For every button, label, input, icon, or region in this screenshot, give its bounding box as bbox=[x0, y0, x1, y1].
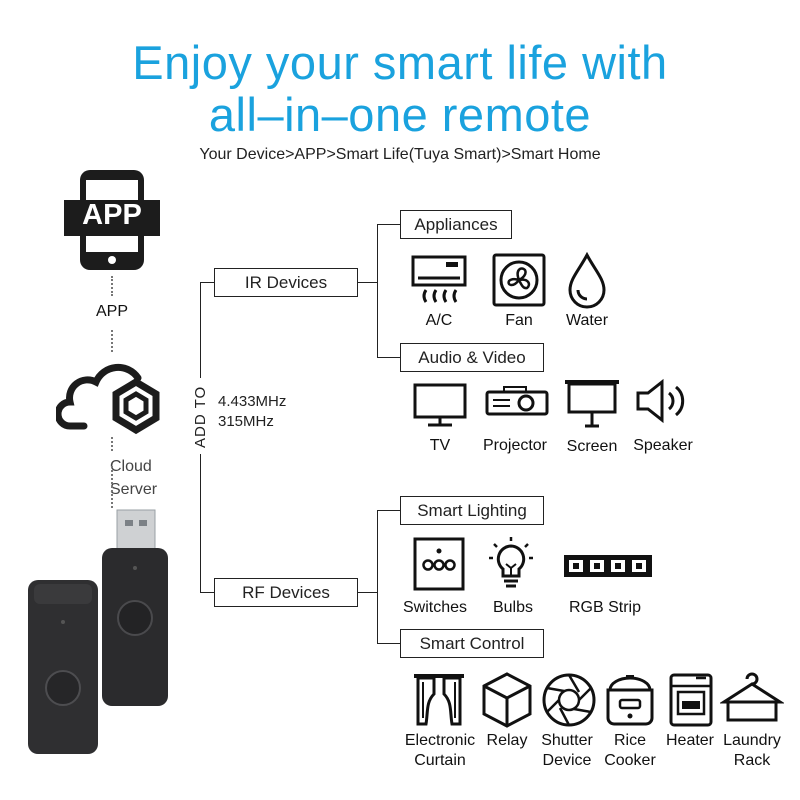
projection-screen-icon bbox=[563, 378, 621, 430]
control-label-heater: Heater bbox=[665, 732, 715, 749]
lighting-label-switches: Switches bbox=[402, 599, 468, 616]
usb-remote-device-front bbox=[100, 508, 170, 708]
lighting-label-bulbs: Bulbs bbox=[492, 599, 534, 616]
control-label-laundry-line-2: Rack bbox=[733, 752, 771, 769]
av-label-speaker: Speaker bbox=[633, 437, 693, 454]
rf-branch-line bbox=[200, 592, 214, 593]
smart-control-branch bbox=[377, 643, 400, 644]
shutter-icon bbox=[541, 672, 597, 728]
app-connector-dots bbox=[111, 276, 113, 296]
av-label-tv: TV bbox=[429, 437, 451, 454]
add-to-label: ADD TO bbox=[192, 385, 209, 448]
lighting-label-rgb-strip: RGB Strip bbox=[568, 599, 641, 616]
water-drop-icon bbox=[565, 251, 609, 310]
app-badge-text: APP bbox=[82, 199, 142, 231]
heater-icon bbox=[668, 672, 714, 728]
appliance-label-fan: Fan bbox=[505, 312, 533, 329]
appliance-label-water: Water bbox=[565, 312, 609, 329]
rice-cooker-icon bbox=[602, 672, 658, 728]
bulb-icon bbox=[488, 536, 534, 592]
control-label-rice-line-1: Rice bbox=[613, 732, 646, 749]
curtain-icon bbox=[412, 672, 466, 728]
appliances-box: Appliances bbox=[400, 210, 512, 239]
rf-devices-box: RF Devices bbox=[214, 578, 358, 607]
cloud-device-connector-dots bbox=[111, 466, 113, 508]
rf-to-categories-line bbox=[357, 592, 377, 593]
control-label-curtain-line-2: Curtain bbox=[414, 752, 466, 769]
control-label-laundry-line-1: Laundry bbox=[723, 732, 781, 749]
projector-icon bbox=[484, 384, 550, 418]
cloud-top-connector-dots bbox=[111, 437, 113, 451]
headline-line-2: all–in–one remote bbox=[208, 88, 592, 141]
ir-to-categories-line bbox=[357, 282, 377, 283]
frequency-line-1: 4.433MHz bbox=[218, 393, 287, 410]
control-label-relay: Relay bbox=[486, 732, 528, 749]
wall-switch-icon bbox=[412, 536, 466, 592]
fan-icon bbox=[491, 252, 547, 308]
av-label-projector: Projector bbox=[482, 437, 548, 454]
cloud-label-line-1: Cloud bbox=[110, 458, 152, 475]
tv-icon bbox=[412, 382, 468, 428]
audio-video-box: Audio & Video bbox=[400, 343, 544, 372]
ir-categories-trunk bbox=[377, 224, 378, 357]
main-trunk-upper bbox=[200, 282, 201, 378]
smart-lighting-box: Smart Lighting bbox=[400, 496, 544, 525]
relay-box-icon bbox=[480, 670, 534, 730]
rgb-strip-icon bbox=[562, 553, 654, 579]
control-label-shutter-line-2: Device bbox=[542, 752, 592, 769]
ir-branch-line bbox=[200, 282, 214, 283]
app-cloud-connector-dots bbox=[111, 330, 113, 352]
cloud-label-line-2: Server bbox=[110, 481, 158, 498]
audio-video-branch bbox=[377, 357, 400, 358]
usb-remote-device-back bbox=[26, 578, 100, 756]
control-label-shutter-line-1: Shutter bbox=[541, 732, 593, 749]
phone-app-icon bbox=[64, 168, 160, 272]
frequency-line-2: 315MHz bbox=[218, 413, 274, 430]
appliance-label-ac: A/C bbox=[425, 312, 453, 329]
speaker-icon bbox=[634, 378, 692, 424]
headline-line-1: Enjoy your smart life with bbox=[132, 36, 668, 89]
laundry-rack-icon bbox=[718, 672, 786, 724]
control-label-rice-line-2: Cooker bbox=[604, 752, 656, 769]
control-label-curtain-line-1: Electronic bbox=[404, 732, 476, 749]
air-conditioner-icon bbox=[410, 254, 468, 310]
rf-categories-trunk bbox=[377, 510, 378, 643]
app-label: APP bbox=[95, 303, 128, 320]
smart-control-box: Smart Control bbox=[400, 629, 544, 658]
ir-devices-box: IR Devices bbox=[214, 268, 358, 297]
av-label-screen: Screen bbox=[566, 438, 618, 455]
appliances-branch bbox=[377, 224, 400, 225]
cloud-server-icon bbox=[54, 360, 168, 442]
main-trunk-lower bbox=[200, 454, 201, 592]
setup-path-subtitle: Your Device>APP>Smart Life(Tuya Smart)>S… bbox=[199, 146, 601, 163]
smart-lighting-branch bbox=[377, 510, 400, 511]
